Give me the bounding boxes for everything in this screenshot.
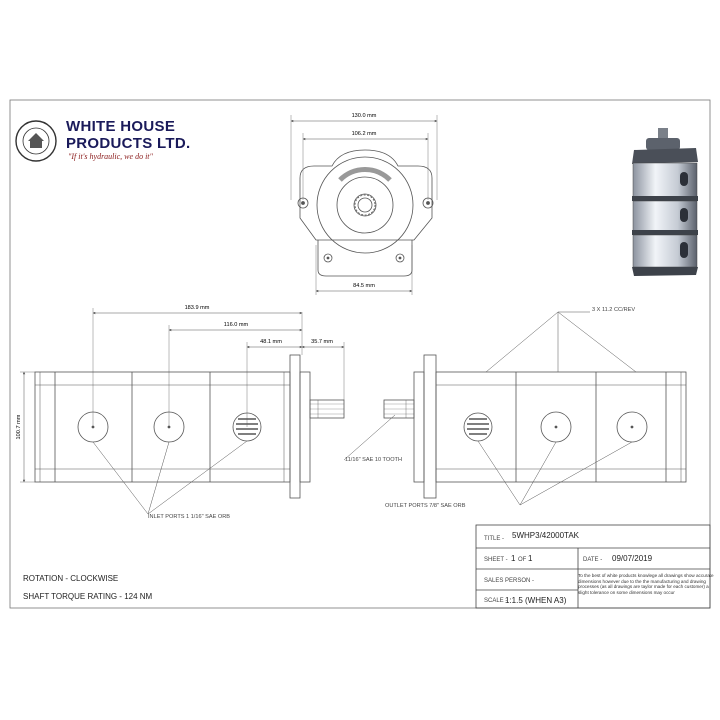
callout-inlet: INLET PORTS 1 1/16" SAE ORB (148, 514, 230, 520)
scale-value: 1:1.5 (WHEN A3) (505, 596, 567, 605)
company-tagline: "If it's hydraulic, we do it" (68, 152, 153, 161)
note-torque: SHAFT TORQUE RATING - 124 NM (23, 592, 153, 601)
dim-length-shaft: 35.7 mm (311, 339, 333, 345)
dim-front-width-outer: 130.0 mm (352, 113, 377, 119)
scale-label: SCALE - (484, 598, 508, 604)
company-name-line2: PRODUCTS LTD. (66, 135, 191, 152)
dim-length-mid: 116.0 mm (224, 322, 249, 328)
sheet-number: 1 (511, 554, 516, 563)
dim-front-width-bottom: 84.5 mm (353, 283, 375, 289)
front-view (290, 115, 438, 295)
title-value: 5WHP3/42000TAK (512, 531, 579, 540)
callout-displacement: 3 X 11.2 CC/REV (592, 307, 636, 313)
side-view-left (34, 354, 345, 499)
title-block-grid (475, 524, 711, 609)
sheet-total: 1 (528, 554, 533, 563)
sheet-border (9, 99, 711, 609)
dim-length-total: 183.9 mm (185, 305, 210, 311)
dim-length-first: 48.1 mm (260, 339, 282, 345)
pump-3d-illustration (632, 128, 698, 276)
sheet-of: OF (518, 557, 527, 563)
side-left-dimension-lines (20, 308, 396, 515)
date-value: 09/07/2019 (612, 554, 653, 563)
side-view-right (383, 354, 687, 499)
callout-outlet: OUTLET PORTS 7/8" SAE ORB (385, 503, 466, 509)
date-label: DATE - (583, 557, 603, 563)
company-name-line1: WHITE HOUSE (66, 118, 176, 135)
sheet-label: SHEET - (484, 557, 508, 563)
dim-front-width-bolt: 106.2 mm (352, 131, 377, 137)
front-dimension-lines (290, 119, 438, 293)
dim-height: 100.7 mm (16, 414, 22, 439)
sales-person-label: SALES PERSON - (484, 578, 535, 584)
title-label: TITLE - (484, 536, 505, 542)
note-rotation: ROTATION - CLOCKWISE (23, 574, 119, 583)
disclaimer-text: To the best of white products knowlege a… (578, 573, 714, 595)
callout-shaft: 11/16" SAE 10 TOOTH (345, 457, 403, 463)
company-seal (15, 120, 57, 162)
side-right-leaders (477, 311, 637, 506)
